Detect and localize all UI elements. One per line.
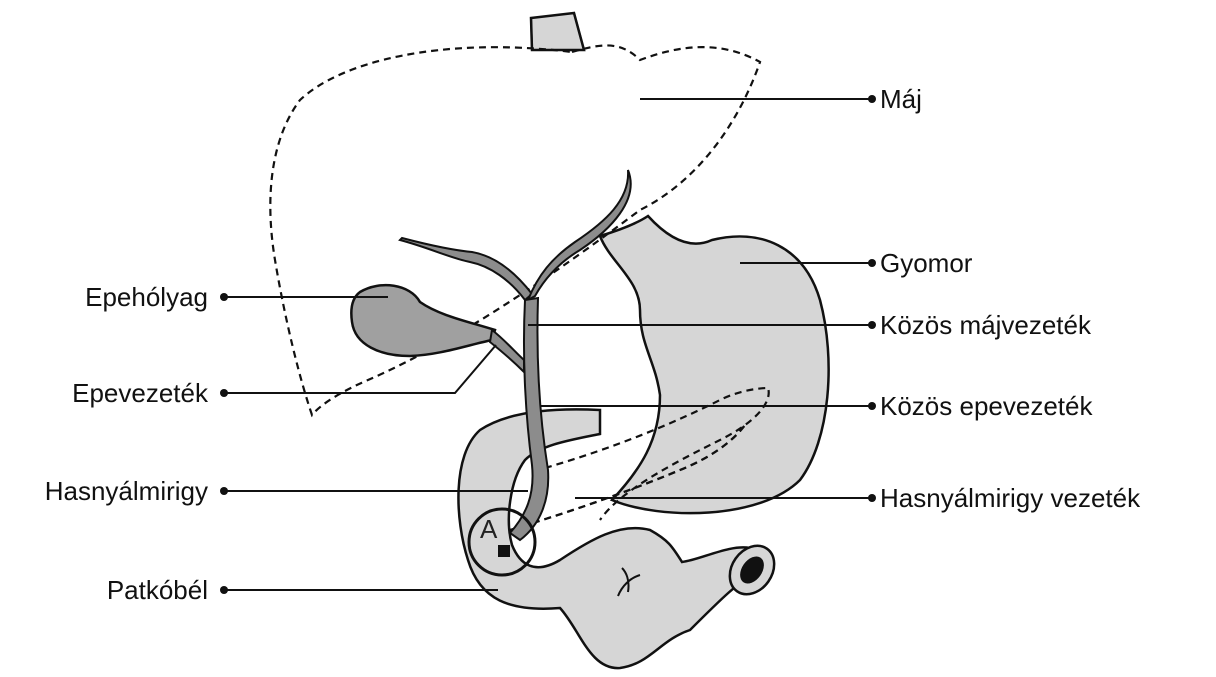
hepatic-duct-left <box>400 238 532 300</box>
label-stomach: Gyomor <box>880 248 973 278</box>
callout-letter: A <box>480 514 498 544</box>
label-pancreatic-duct: Hasnyálmirigy vezeték <box>880 483 1141 513</box>
stomach <box>600 216 829 513</box>
dot-stomach <box>868 259 876 267</box>
label-liver: Máj <box>880 84 922 114</box>
label-pancreas: Hasnyálmirigy <box>45 476 208 506</box>
callout-marker <box>498 545 510 557</box>
label-duodenum: Patkóbél <box>107 575 208 605</box>
dot-liver <box>868 95 876 103</box>
dot-common-bile-duct <box>868 402 876 410</box>
gallbladder <box>351 285 495 356</box>
dot-common-hepatic-duct <box>868 321 876 329</box>
label-cystic-duct: Epevezeték <box>72 378 209 408</box>
leader-cystic-duct <box>226 345 496 393</box>
label-common-hepatic-duct: Közös májvezeték <box>880 310 1092 340</box>
cystic-duct <box>490 330 524 372</box>
label-gallbladder: Epehólyag <box>85 282 208 312</box>
label-common-bile-duct: Közös epevezeték <box>880 391 1093 421</box>
dot-pancreatic-duct <box>868 494 876 502</box>
